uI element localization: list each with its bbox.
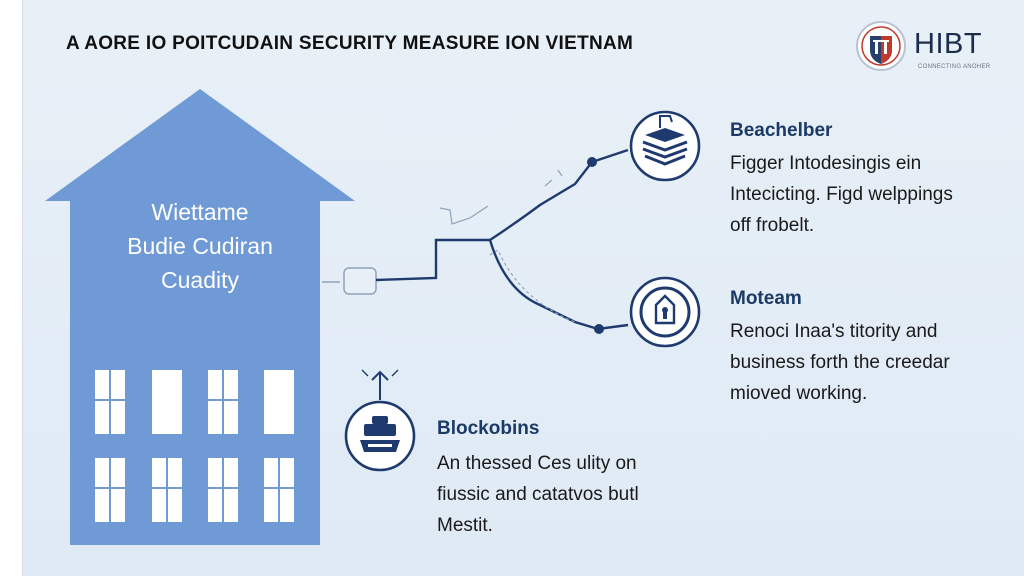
brand-logo: HIBT CONNECTING ANOHER <box>852 20 1012 80</box>
seal-icon <box>856 21 906 71</box>
item-text-line: Renoci Inaa's titority and <box>730 321 938 342</box>
window-mullions <box>95 370 294 522</box>
server-device-icon <box>344 400 416 472</box>
lock-shield-icon <box>629 276 701 348</box>
item-title: Moteam <box>730 288 802 309</box>
building-icon <box>45 89 355 545</box>
item-text-line: An thessed Ces ulity on <box>437 453 637 474</box>
node-dot <box>594 324 604 334</box>
window <box>152 370 182 434</box>
item-title: Blockobins <box>437 418 540 439</box>
connector-lines <box>322 148 629 331</box>
building-label-line: Budie Cudiran <box>127 233 273 259</box>
building-label-line: Wiettame <box>151 199 249 225</box>
logo-name: HIBT <box>914 28 983 60</box>
connector-nodes <box>587 157 604 334</box>
window <box>264 370 294 434</box>
item-text-line: Intecicting. Figd welppings <box>730 184 953 205</box>
item-text-line: off frobelt. <box>730 215 815 236</box>
page-title: A AORE IO POITCUDAIN SECURITY MEASURE IO… <box>66 33 634 54</box>
logo-tagline: CONNECTING ANOHER <box>918 64 991 70</box>
item-text-line: Mestit. <box>437 515 493 536</box>
item-text-line: Figger Intodesingis ein <box>730 153 922 174</box>
item-text-line: mioved working. <box>730 383 868 404</box>
node-dot <box>587 157 597 167</box>
building-roof <box>45 89 355 201</box>
layers-shield-icon <box>629 110 701 182</box>
antenna-icon <box>361 369 399 400</box>
building-label-line: Cuadity <box>161 267 239 293</box>
item-text-line: fiussic and catatvos butl <box>437 484 639 505</box>
item-text-line: business forth the creedar <box>730 352 950 373</box>
item-title: Beachelber <box>730 120 833 141</box>
